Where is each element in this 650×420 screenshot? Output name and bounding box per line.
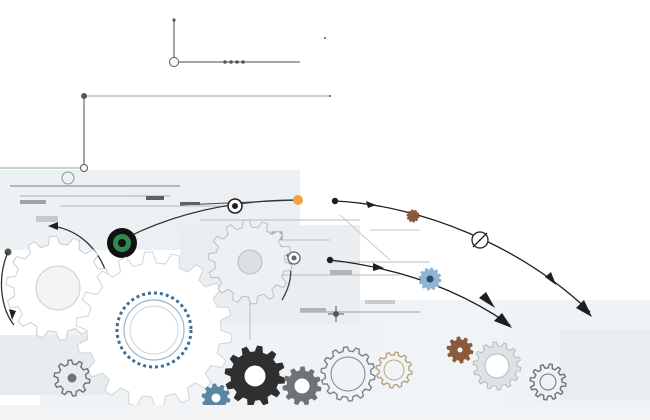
node-dot-icon (223, 60, 227, 64)
gear-icon (5, 235, 111, 341)
arrow-icon (373, 263, 384, 271)
circuit-block (365, 300, 395, 304)
arc-path (334, 200, 591, 313)
gear-icon (472, 341, 522, 391)
node-dot-icon (229, 60, 233, 64)
gear-body (53, 359, 91, 397)
node-ring-icon (80, 164, 88, 172)
gear-icon (282, 366, 322, 406)
gear-icon (406, 209, 420, 223)
arrow-icon (576, 300, 592, 317)
node-ring-icon (169, 57, 179, 67)
gear-hole (539, 373, 557, 391)
gear-icon (529, 363, 567, 401)
gear-hole (484, 353, 510, 379)
node-dot-icon (326, 256, 334, 264)
arrow-icon (9, 309, 16, 320)
gear-icon (446, 336, 474, 364)
node-ring-icon (61, 171, 75, 185)
target-icon (227, 198, 243, 214)
gear-hole (330, 356, 366, 392)
gear-body (529, 363, 567, 401)
circuit-block (20, 200, 46, 204)
gear-icon (418, 267, 442, 291)
gear-hole (237, 249, 263, 275)
gear-icon (53, 359, 91, 397)
small-target-icon (287, 251, 301, 265)
gear-hole (383, 359, 405, 381)
arrow-icon (545, 272, 556, 285)
node-dot-icon (241, 60, 245, 64)
node-dot-icon (329, 95, 331, 97)
arrow-icon (366, 201, 376, 208)
circuit-block (146, 196, 164, 200)
gear-icon (75, 251, 233, 409)
background-panel (560, 330, 650, 400)
node-dot-icon (172, 18, 176, 22)
gear-body (375, 351, 413, 389)
gear-body (320, 346, 376, 402)
gear-icon (224, 345, 286, 407)
gear-hole (411, 214, 415, 218)
arrow-icon (48, 222, 58, 230)
circuit-line (339, 214, 391, 261)
crosshair-icon (471, 231, 489, 249)
gear-hole (456, 346, 464, 354)
circuit-dots (4, 18, 339, 317)
gear-icon (375, 351, 413, 389)
arrow-heads (9, 201, 592, 328)
circuit-block (300, 308, 326, 312)
orange-node-icon (293, 195, 303, 205)
crosshair-icon (328, 306, 344, 322)
gear-hole (210, 392, 222, 404)
gear-hole (67, 373, 77, 383)
arc-path (121, 199, 299, 241)
bottom-strip (0, 405, 650, 420)
gear-icon (207, 219, 293, 305)
blue-ring-icon (115, 291, 193, 369)
gear-hole (243, 364, 267, 388)
gear-hole (129, 305, 179, 355)
circuit-block (330, 270, 352, 275)
gear-hole (35, 265, 81, 311)
arrow-icon (494, 313, 512, 328)
green-gear-badge-icon (107, 228, 137, 258)
node-dot-icon (81, 93, 87, 99)
circuit-block (180, 202, 200, 205)
arrow-icon (479, 292, 495, 308)
circuit-block (36, 216, 58, 222)
node-dot-icon (235, 60, 239, 64)
gear-hole (293, 377, 311, 395)
arc-path (0, 251, 15, 326)
gears-layer (5, 209, 567, 413)
node-dot-icon (324, 37, 326, 39)
node-dot-icon (331, 197, 339, 205)
gear-hole (425, 274, 435, 284)
gear-icon (320, 346, 376, 402)
